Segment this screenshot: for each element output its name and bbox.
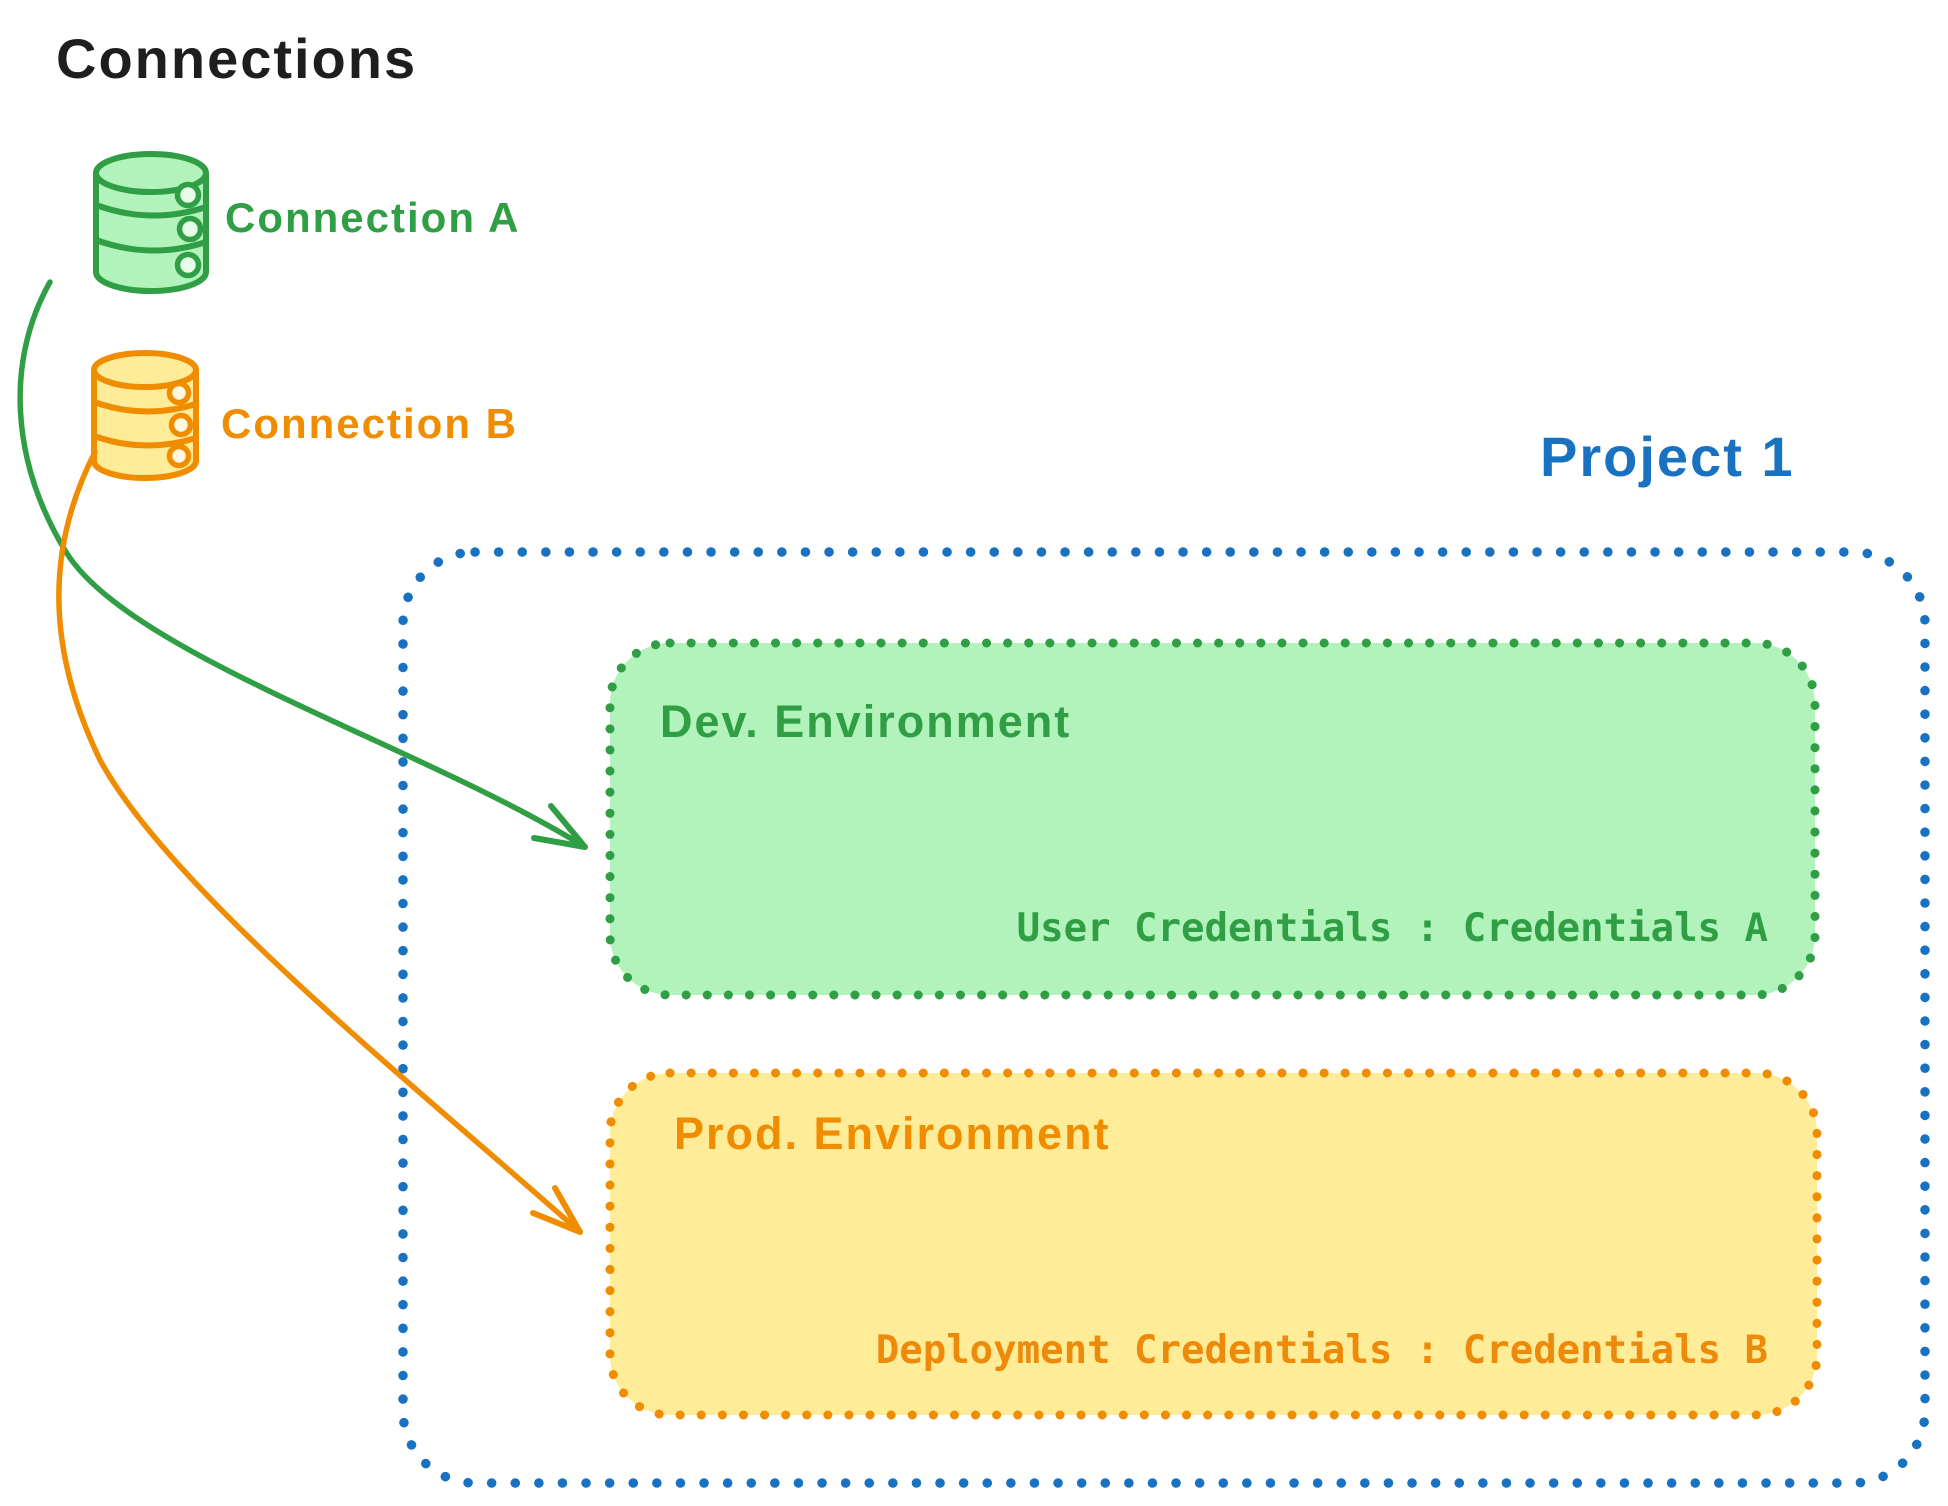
prod-environment-title: Prod. Environment (674, 1108, 1111, 1159)
arrow-connection-a-to-dev (17, 279, 588, 850)
prod-environment-box (605, 1068, 1822, 1420)
connection-a-label: Connection A (225, 194, 521, 241)
connections-heading: Connections (56, 27, 418, 90)
connection-b-label: Connection B (221, 400, 518, 447)
database-icon (93, 151, 209, 294)
project-box (398, 547, 1930, 1488)
arrowhead-icon (530, 1185, 583, 1235)
arrowhead-icon (531, 803, 588, 850)
dev-environment-credentials: User Credentials : Credentials A (1016, 906, 1768, 951)
prod-environment-credentials: Deployment Credentials : Credentials B (875, 1328, 1768, 1373)
arrow-connection-b-to-prod (56, 449, 583, 1235)
database-icon (91, 350, 199, 481)
dev-environment-box (605, 638, 1820, 1000)
project-title: Project 1 (1540, 425, 1795, 488)
dev-environment-title: Dev. Environment (660, 696, 1072, 747)
